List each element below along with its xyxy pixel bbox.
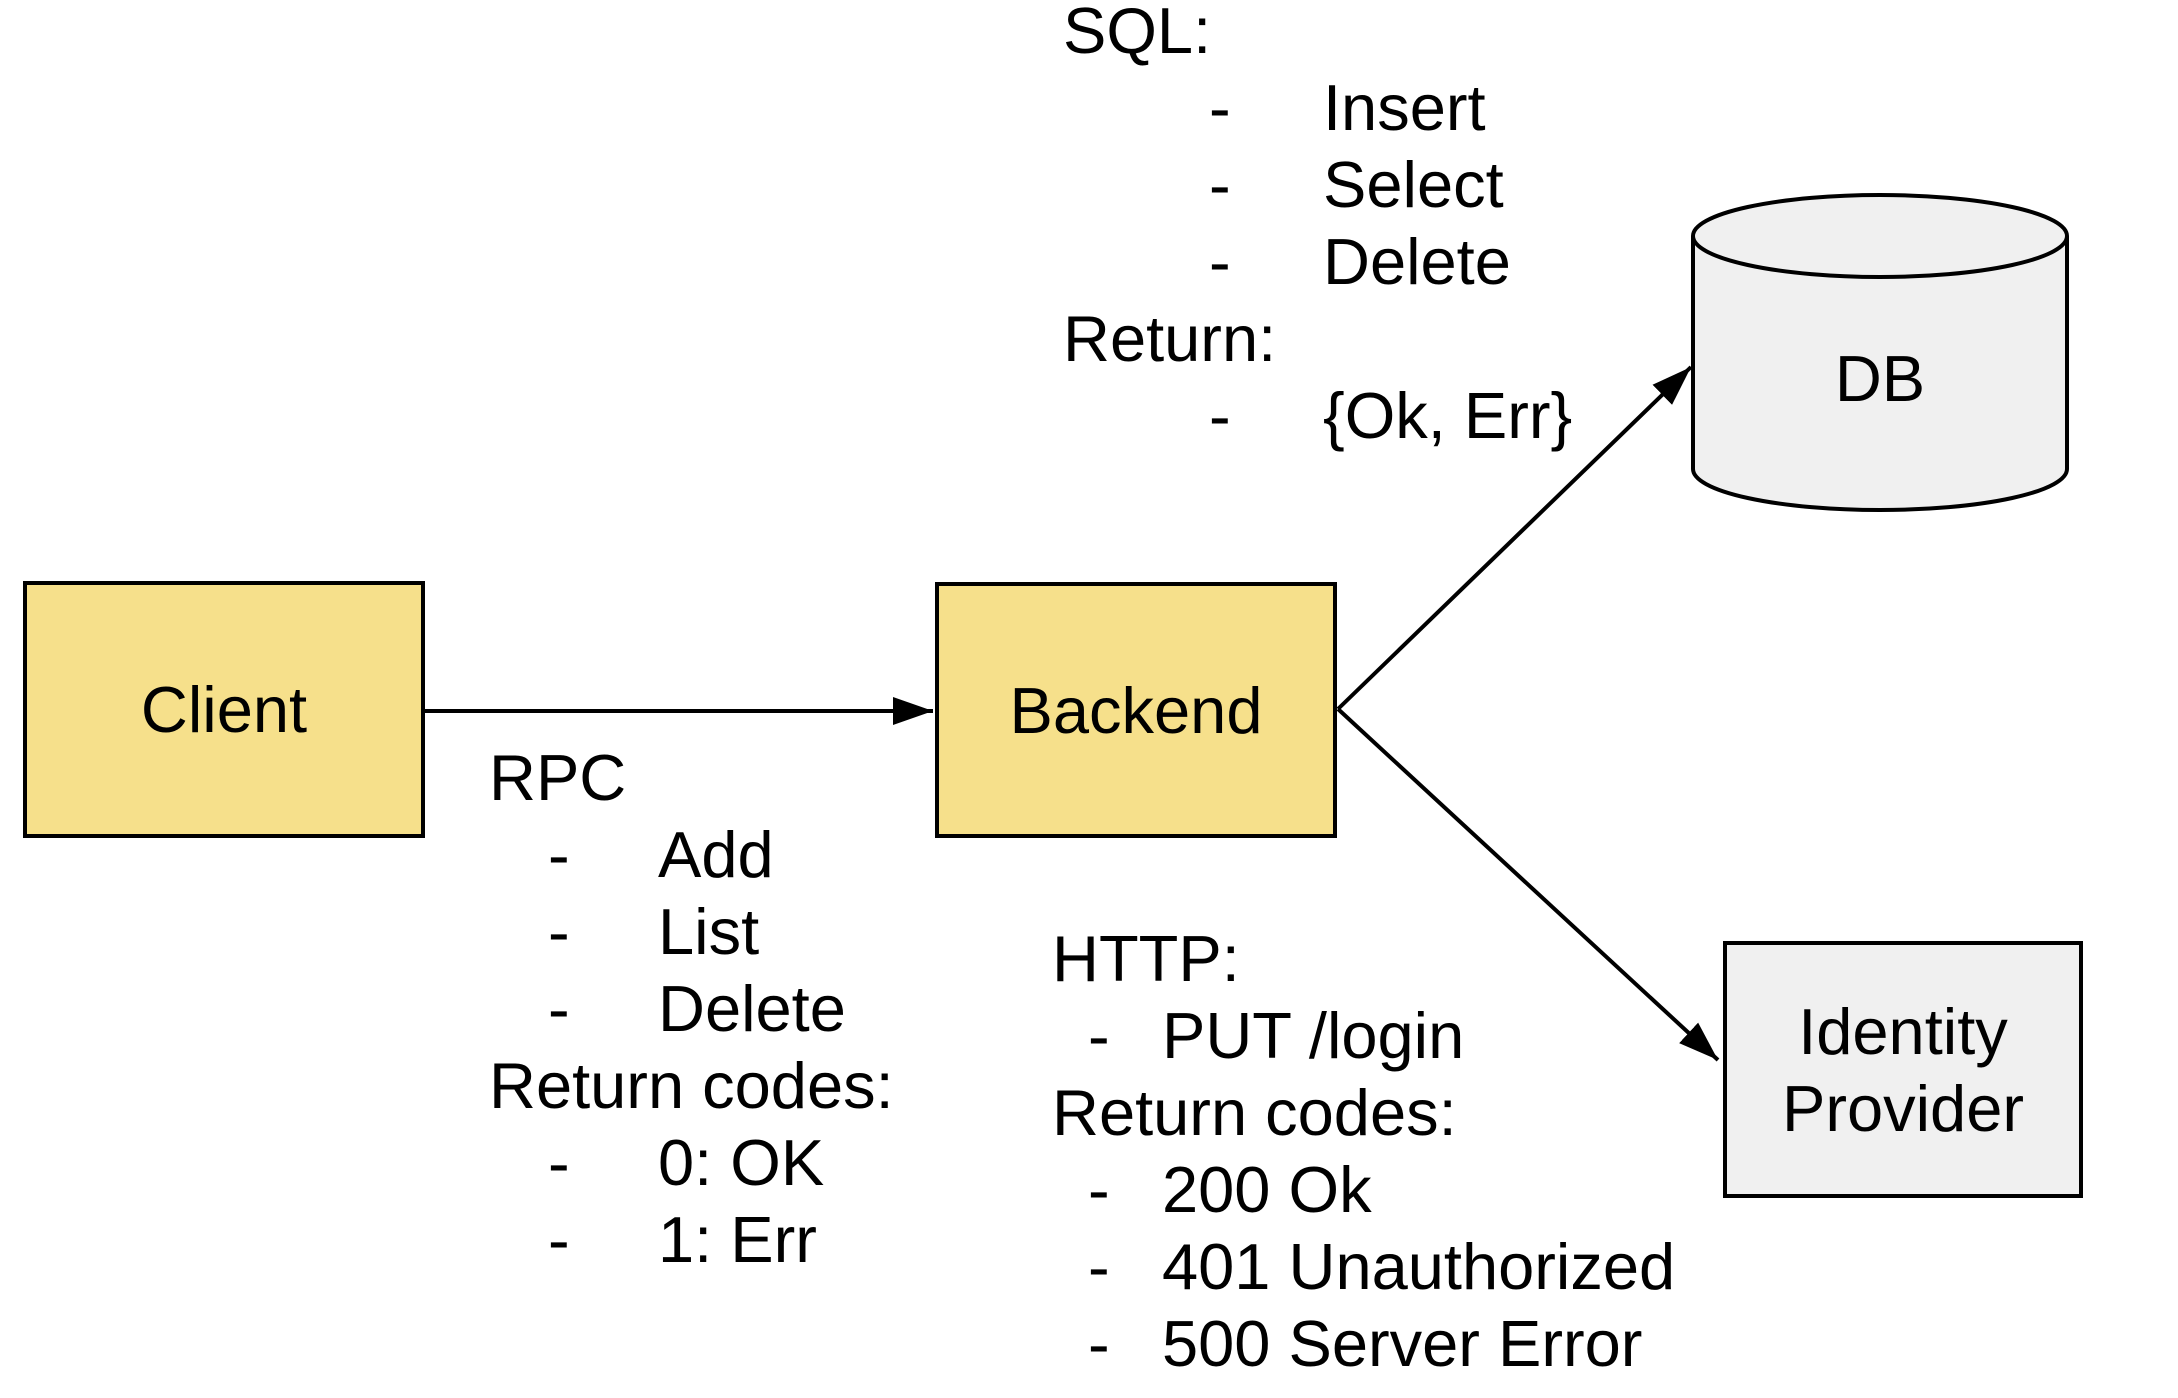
- backend-idp-arrow: [1336, 707, 1720, 1062]
- client-node: Client: [23, 581, 425, 838]
- bullet-dash: -: [1209, 379, 1231, 452]
- backend-node: Backend: [935, 582, 1337, 838]
- bullet-dash: -: [548, 1203, 570, 1276]
- bullet-dash: -: [1088, 1153, 1110, 1226]
- identity-provider-label-line1: Identity: [1798, 994, 2008, 1068]
- db-cylinder: [1691, 193, 2069, 512]
- bullet-dash: -: [548, 895, 570, 968]
- client-node-label: Client: [140, 673, 308, 746]
- db-node-label: DB: [1834, 342, 1926, 415]
- bullet-dash: -: [1088, 999, 1110, 1072]
- identity-provider-label-line2: Provider: [1781, 1071, 2025, 1145]
- bullet-dash: -: [1209, 71, 1231, 144]
- bullet-dash: -: [1209, 148, 1231, 221]
- bullet-dash: -: [548, 818, 570, 891]
- bullet-dash: -: [548, 972, 570, 1045]
- bullet-dash: -: [1088, 1230, 1110, 1303]
- bullet-dash: -: [1209, 225, 1231, 298]
- db-cylinder-body: [1691, 236, 2069, 512]
- db-cylinder-top: [1691, 193, 2069, 279]
- bullet-dash: -: [1088, 1307, 1110, 1380]
- backend-db-arrow: [1336, 365, 1693, 711]
- backend-node-label: Backend: [1009, 673, 1263, 747]
- bullet-dash: -: [548, 1126, 570, 1199]
- identity-provider-node: Identity Provider: [1723, 941, 2083, 1198]
